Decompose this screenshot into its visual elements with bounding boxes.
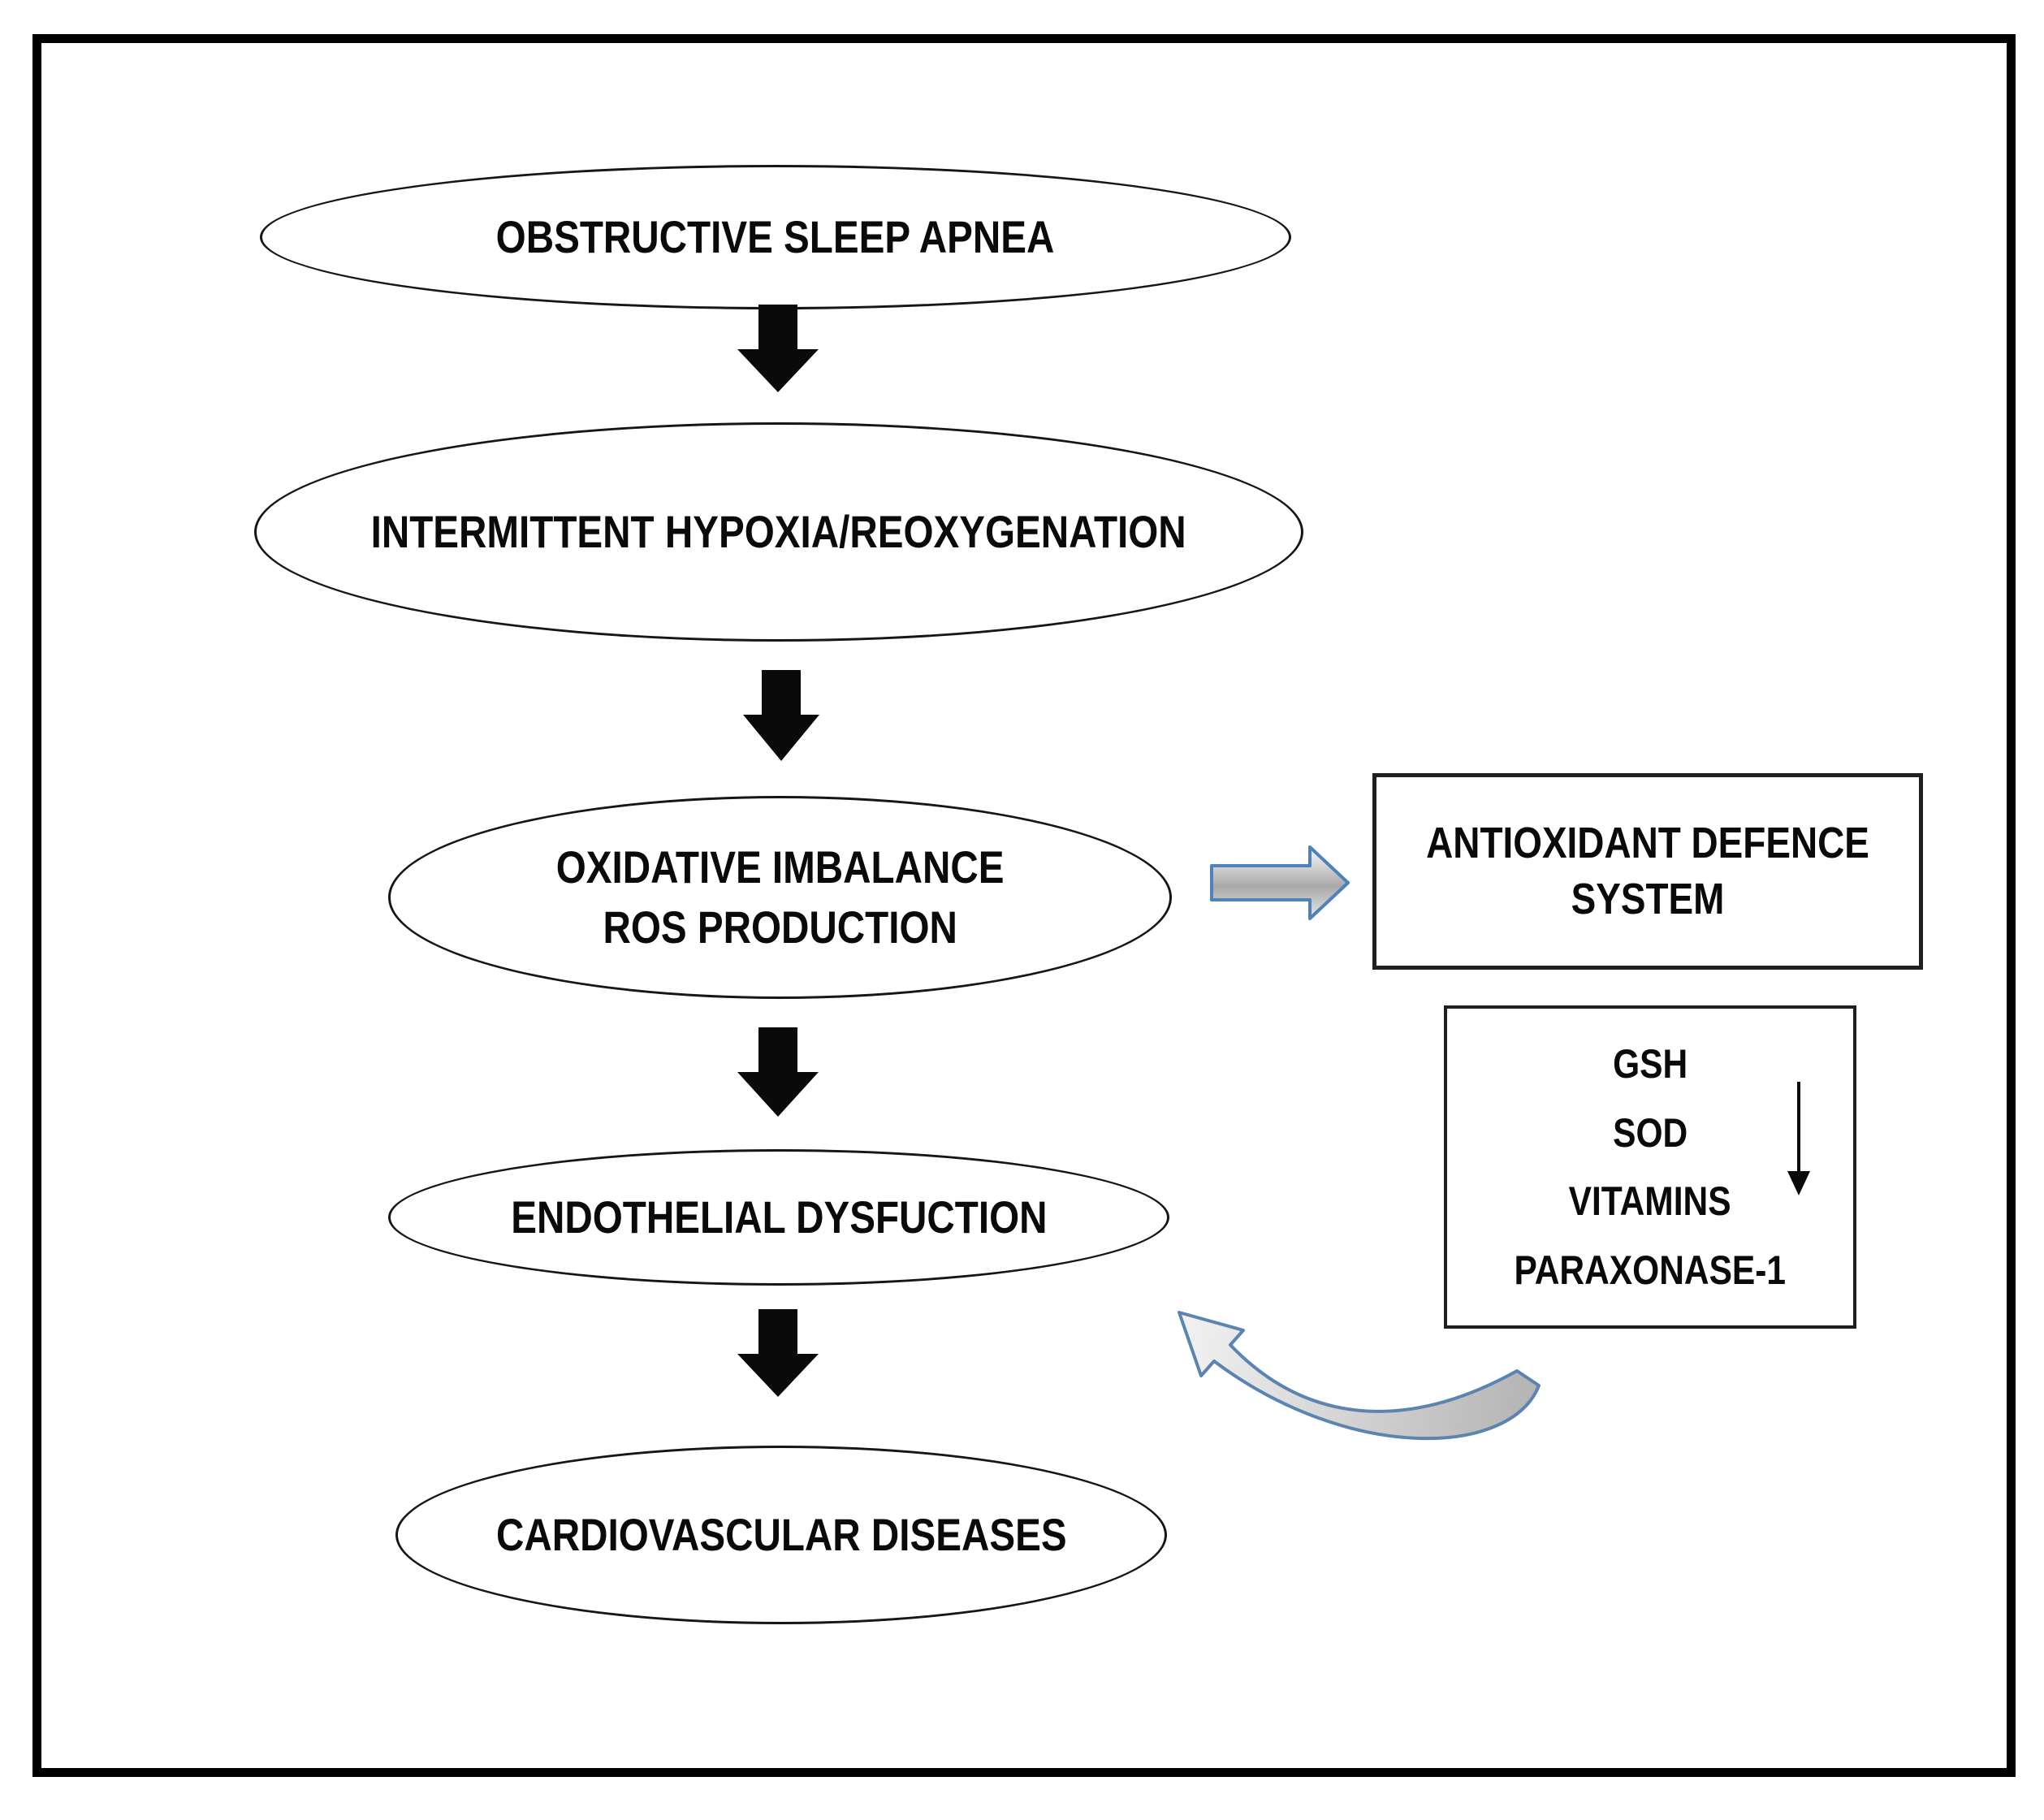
node-label-line2: ROS PRODUCTION [603,901,957,953]
node-label: INTERMITTENT HYPOXIA/REOXYGENATION [370,506,1187,558]
box-label-line2: SYSTEM [1571,875,1725,923]
box-defence-items: GSH SOD VITAMINS PARAXONASE-1 [1444,1005,1856,1329]
node-oxidative-imbalance: OXIDATIVE IMBALANCE ROS PRODUCTION [388,796,1172,999]
node-endothelial-dysfuction: ENDOTHELIAL DYSFUCTION [388,1149,1169,1286]
box-label-line1: ANTIOXIDANT DEFENCE [1426,818,1869,867]
node-cardiovascular-diseases: CARDIOVASCULAR DISEASES [395,1446,1167,1624]
node-obstructive-sleep-apnea: OBSTRUCTIVE SLEEP APNEA [260,165,1291,309]
defence-item-vitamins: VITAMINS [1569,1178,1731,1225]
node-intermittent-hypoxia: INTERMITTENT HYPOXIA/REOXYGENATION [254,422,1303,642]
node-label: ENDOTHELIAL DYSFUCTION [510,1191,1048,1243]
defence-item-paraxonase: PARAXONASE-1 [1514,1247,1787,1293]
defence-item-gsh: GSH [1612,1041,1688,1087]
defence-item-sod: SOD [1612,1109,1688,1156]
node-label: CARDIOVASCULAR DISEASES [495,1509,1067,1561]
node-label: OBSTRUCTIVE SLEEP APNEA [496,211,1055,263]
box-antioxidant-defence-system: ANTIOXIDANT DEFENCE SYSTEM [1372,773,1923,970]
node-label-line1: OXIDATIVE IMBALANCE [555,841,1005,893]
